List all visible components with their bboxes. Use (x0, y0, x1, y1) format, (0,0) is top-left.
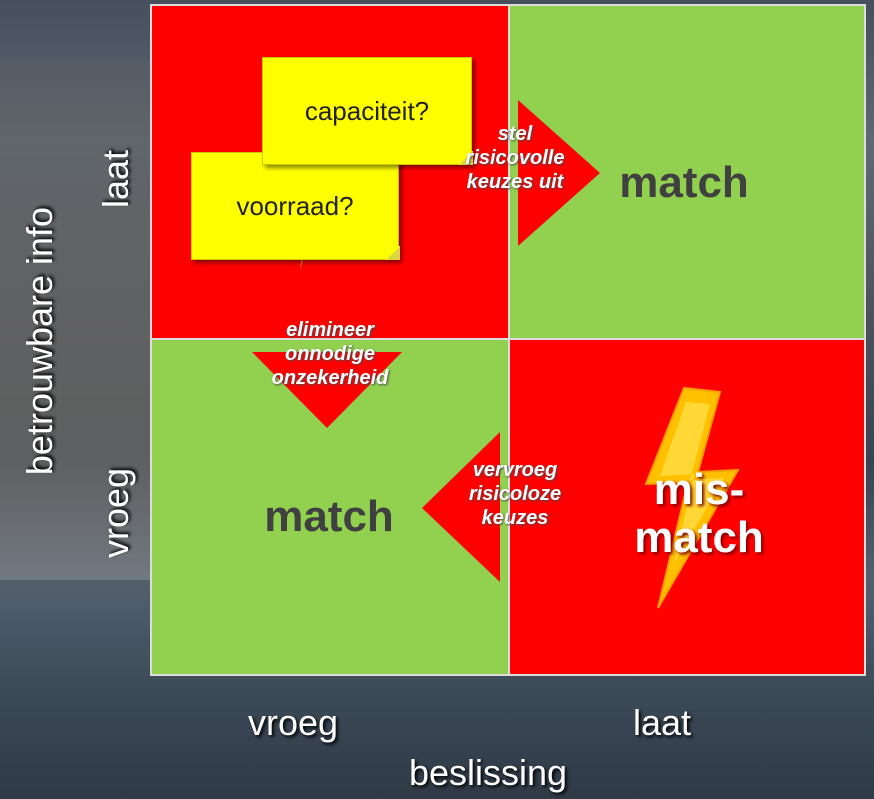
mismatch-label: mis- match (604, 466, 794, 562)
arrow-right-line1: stel (497, 123, 533, 145)
arrow-right-label: stel risicovolle keuzes uit (440, 122, 590, 194)
arrow-left-line3: keuzes (481, 507, 549, 529)
arrow-left-line2: risicoloze (468, 483, 562, 505)
mismatch-line1: mis- (653, 465, 745, 514)
arrow-right-icon (518, 100, 600, 246)
arrow-left-line1: vervroeg (472, 459, 558, 481)
arrow-down-icon (252, 352, 402, 428)
arrow-down-label: elimineer onnodige onzekerheid (245, 318, 415, 390)
x-axis-early: vroeg (248, 702, 339, 743)
quadrant-top-right (508, 4, 866, 340)
background-mountain (0, 60, 160, 580)
lightning-bolt-icon (644, 386, 740, 609)
y-axis-late: laat (95, 149, 136, 209)
arrow-down-line2: onnodige (285, 343, 375, 365)
x-axis-title: beslissing (409, 752, 568, 793)
note-fold-icon (386, 246, 400, 260)
arrow-down-line3: onzekerheid (271, 367, 389, 389)
arrow-down-line1: elimineer (286, 319, 374, 341)
arrow-left-icon (422, 432, 500, 582)
match-label-top-right: match (619, 158, 749, 207)
arrow-right-line3: keuzes uit (466, 171, 564, 193)
note-stock-text: voorraad? (236, 190, 354, 221)
mismatch-line2: match (634, 513, 764, 562)
note-stock: voorraad? (191, 152, 399, 260)
x-axis-late: laat (633, 702, 692, 743)
note-capacity: capaciteit? (262, 57, 472, 165)
arrow-left-label: vervroeg risicoloze keuzes (440, 458, 590, 530)
match-label-bottom-left: match (264, 492, 394, 541)
arrow-right-line2: risicovolle (465, 147, 565, 169)
note-capacity-text: capaciteit? (304, 95, 430, 126)
note-fold-icon (459, 151, 473, 165)
y-axis-early: vroeg (95, 467, 136, 559)
y-axis-title: betrouwbare info (19, 206, 60, 476)
